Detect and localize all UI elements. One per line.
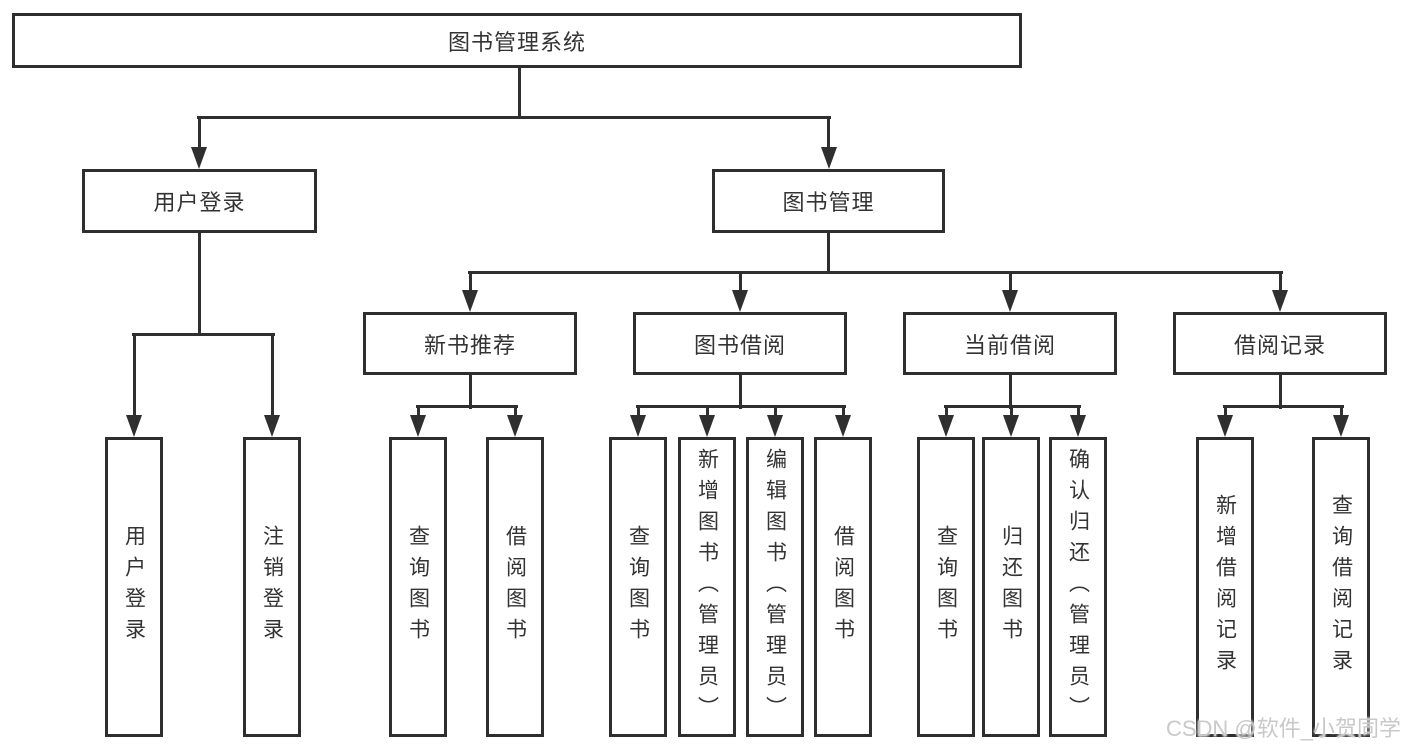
- node-book-management-label: 图书管理: [782, 190, 875, 215]
- connector-line: [417, 405, 420, 419]
- connector-line: [132, 333, 275, 336]
- leaf-borrow-query: 查询图书: [609, 437, 667, 737]
- leaf-logout: 注销登录: [243, 437, 301, 737]
- node-new-book-recommend-label: 新书推荐: [423, 332, 516, 358]
- leaf-borrow-edit-admin-label: 编辑图书（管理员）: [763, 447, 787, 727]
- connector-line: [198, 116, 201, 150]
- leaf-borrow-query-label: 查询图书: [626, 525, 650, 649]
- connector-line: [518, 68, 521, 118]
- leaf-user-login-label: 用户登录: [122, 525, 146, 649]
- arrow-down-icon: [1070, 415, 1086, 437]
- node-book-borrow: 图书借阅: [633, 312, 847, 375]
- connector-line: [198, 233, 201, 335]
- arrow-down-icon: [732, 290, 748, 312]
- connector-line: [469, 375, 472, 409]
- arrow-down-icon: [191, 147, 207, 169]
- connector-line: [271, 333, 274, 417]
- arrow-down-icon: [264, 415, 280, 437]
- connector-line: [133, 333, 136, 417]
- connector-line: [945, 405, 948, 419]
- connector-line: [1077, 405, 1080, 419]
- connector-line: [1224, 405, 1227, 419]
- leaf-record-add: 新增借阅记录: [1196, 437, 1254, 737]
- connector-line: [1009, 271, 1012, 293]
- node-book-borrow-label: 图书借阅: [693, 332, 786, 358]
- node-root: 图书管理系统: [12, 13, 1022, 68]
- connector-line: [842, 405, 845, 419]
- node-user-login-label: 用户登录: [153, 190, 246, 215]
- connector-line: [1279, 375, 1282, 409]
- arrow-down-icon: [1333, 415, 1349, 437]
- connector-line: [827, 116, 830, 150]
- arrow-down-icon: [1272, 290, 1288, 312]
- leaf-newbook-query-label: 查询图书: [406, 525, 430, 649]
- connector-line: [197, 116, 831, 119]
- arrow-down-icon: [699, 415, 715, 437]
- leaf-newbook-borrow: 借阅图书: [486, 437, 544, 737]
- node-book-management: 图书管理: [712, 169, 945, 233]
- node-new-book-recommend: 新书推荐: [363, 312, 577, 375]
- leaf-current-confirm-admin-label: 确认归还（管理员）: [1066, 447, 1090, 727]
- connector-line: [514, 405, 517, 419]
- arrow-down-icon: [462, 290, 478, 312]
- leaf-current-return: 归还图书: [982, 437, 1040, 737]
- connector-line: [1279, 271, 1282, 293]
- arrow-down-icon: [767, 415, 783, 437]
- node-current-borrow: 当前借阅: [903, 312, 1117, 375]
- arrow-down-icon: [410, 415, 426, 437]
- leaf-record-query: 查询借阅记录: [1312, 437, 1370, 737]
- leaf-record-add-label: 新增借阅记录: [1213, 494, 1237, 680]
- arrow-down-icon: [835, 415, 851, 437]
- leaf-borrow-add-admin: 新增图书（管理员）: [678, 437, 736, 737]
- arrow-down-icon: [1002, 290, 1018, 312]
- leaf-record-query-label: 查询借阅记录: [1329, 494, 1353, 680]
- node-root-label: 图书管理系统: [447, 29, 586, 55]
- connector-line: [827, 233, 830, 273]
- csdn-watermark: CSDN @软件_小贺同学: [1165, 716, 1401, 741]
- connector-line: [739, 375, 742, 409]
- leaf-current-query-label: 查询图书: [934, 525, 958, 649]
- connector-line: [636, 405, 846, 408]
- leaf-logout-label: 注销登录: [260, 525, 284, 649]
- leaf-newbook-borrow-label: 借阅图书: [503, 525, 527, 649]
- connector-line: [706, 405, 709, 419]
- node-current-borrow-label: 当前借阅: [963, 332, 1056, 358]
- leaf-current-query: 查询图书: [917, 437, 975, 737]
- node-borrow-record-label: 借阅记录: [1233, 332, 1326, 358]
- leaf-current-confirm-admin: 确认归还（管理员）: [1049, 437, 1107, 737]
- leaf-user-login: 用户登录: [105, 437, 163, 737]
- connector-line: [469, 271, 472, 293]
- leaf-borrow-add-admin-label: 新增图书（管理员）: [695, 447, 719, 727]
- leaf-current-return-label: 归还图书: [999, 525, 1023, 649]
- connector-line: [416, 405, 518, 408]
- connector-line: [1010, 405, 1013, 419]
- node-borrow-record: 借阅记录: [1173, 312, 1387, 375]
- connector-line: [1009, 375, 1012, 409]
- arrow-down-icon: [938, 415, 954, 437]
- arrow-down-icon: [507, 415, 523, 437]
- connector-line: [739, 271, 742, 293]
- leaf-borrow-book: 借阅图书: [814, 437, 872, 737]
- connector-line: [1223, 405, 1344, 408]
- arrow-down-icon: [821, 147, 837, 169]
- arrow-down-icon: [630, 415, 646, 437]
- connector-line: [637, 405, 640, 419]
- leaf-newbook-query: 查询图书: [389, 437, 447, 737]
- node-user-login: 用户登录: [82, 169, 317, 233]
- connector-line: [1340, 405, 1343, 419]
- leaf-borrow-book-label: 借阅图书: [831, 525, 855, 649]
- leaf-borrow-edit-admin: 编辑图书（管理员）: [746, 437, 804, 737]
- arrow-down-icon: [126, 415, 142, 437]
- connector-line: [468, 271, 1283, 274]
- arrow-down-icon: [1003, 415, 1019, 437]
- connector-line: [774, 405, 777, 419]
- arrow-down-icon: [1217, 415, 1233, 437]
